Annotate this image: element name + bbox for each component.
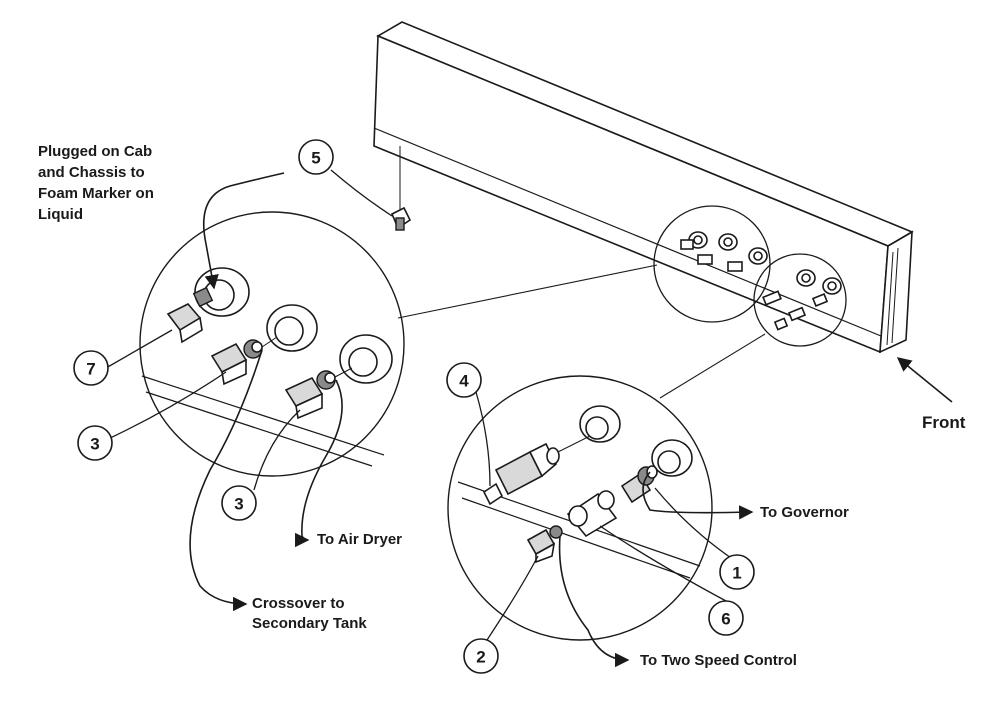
callout-3-lower: 3	[221, 485, 257, 521]
label-plugged-line-3: Foam Marker on	[38, 185, 154, 202]
svg-text:2: 2	[476, 648, 485, 667]
valve-part-4	[482, 435, 591, 506]
label-crossover-line-1: Crossover to	[252, 595, 345, 612]
svg-text:4: 4	[459, 372, 469, 391]
svg-text:5: 5	[311, 149, 320, 168]
detail-circle-left	[139, 211, 405, 477]
fitting-part-3-lower	[284, 370, 336, 420]
label-governor: To Governor	[760, 504, 849, 521]
svg-text:7: 7	[86, 360, 95, 379]
detail-circle-right	[447, 375, 713, 641]
callout-2: 2	[463, 638, 499, 674]
cross-member-bar	[373, 21, 914, 354]
svg-text:3: 3	[90, 435, 99, 454]
label-plugged-line-2: and Chassis to	[38, 164, 145, 181]
detail-circle-small-left	[653, 205, 771, 323]
coupler-part-6	[566, 490, 618, 538]
callout-1: 1	[719, 554, 755, 590]
small-fittings	[680, 231, 842, 331]
callout-7: 7	[73, 350, 109, 386]
callout-3-upper: 3	[77, 425, 113, 461]
svg-text:1: 1	[732, 564, 741, 583]
fitting-part-1	[620, 465, 658, 504]
elbow-part-2	[526, 525, 563, 564]
plug-part-7	[166, 286, 214, 344]
fitting-part-5	[390, 146, 412, 231]
right-detail-parts	[457, 405, 701, 579]
left-detail-parts	[141, 267, 393, 467]
label-front: Front	[922, 413, 966, 432]
detail-circle-small-right	[753, 253, 847, 347]
label-plugged-line-1: Plugged on Cab	[38, 143, 152, 160]
label-plugged-line-4: Liquid	[38, 206, 83, 223]
callout-4: 4	[446, 362, 482, 398]
label-two-speed: To Two Speed Control	[640, 652, 797, 669]
callout-5: 5	[298, 139, 334, 175]
fitting-part-3-upper	[210, 339, 263, 386]
label-air-dryer: To Air Dryer	[317, 531, 402, 548]
svg-text:6: 6	[721, 610, 730, 629]
label-crossover-line-2: Secondary Tank	[252, 615, 367, 632]
svg-text:3: 3	[234, 495, 243, 514]
callout-6: 6	[708, 600, 744, 636]
